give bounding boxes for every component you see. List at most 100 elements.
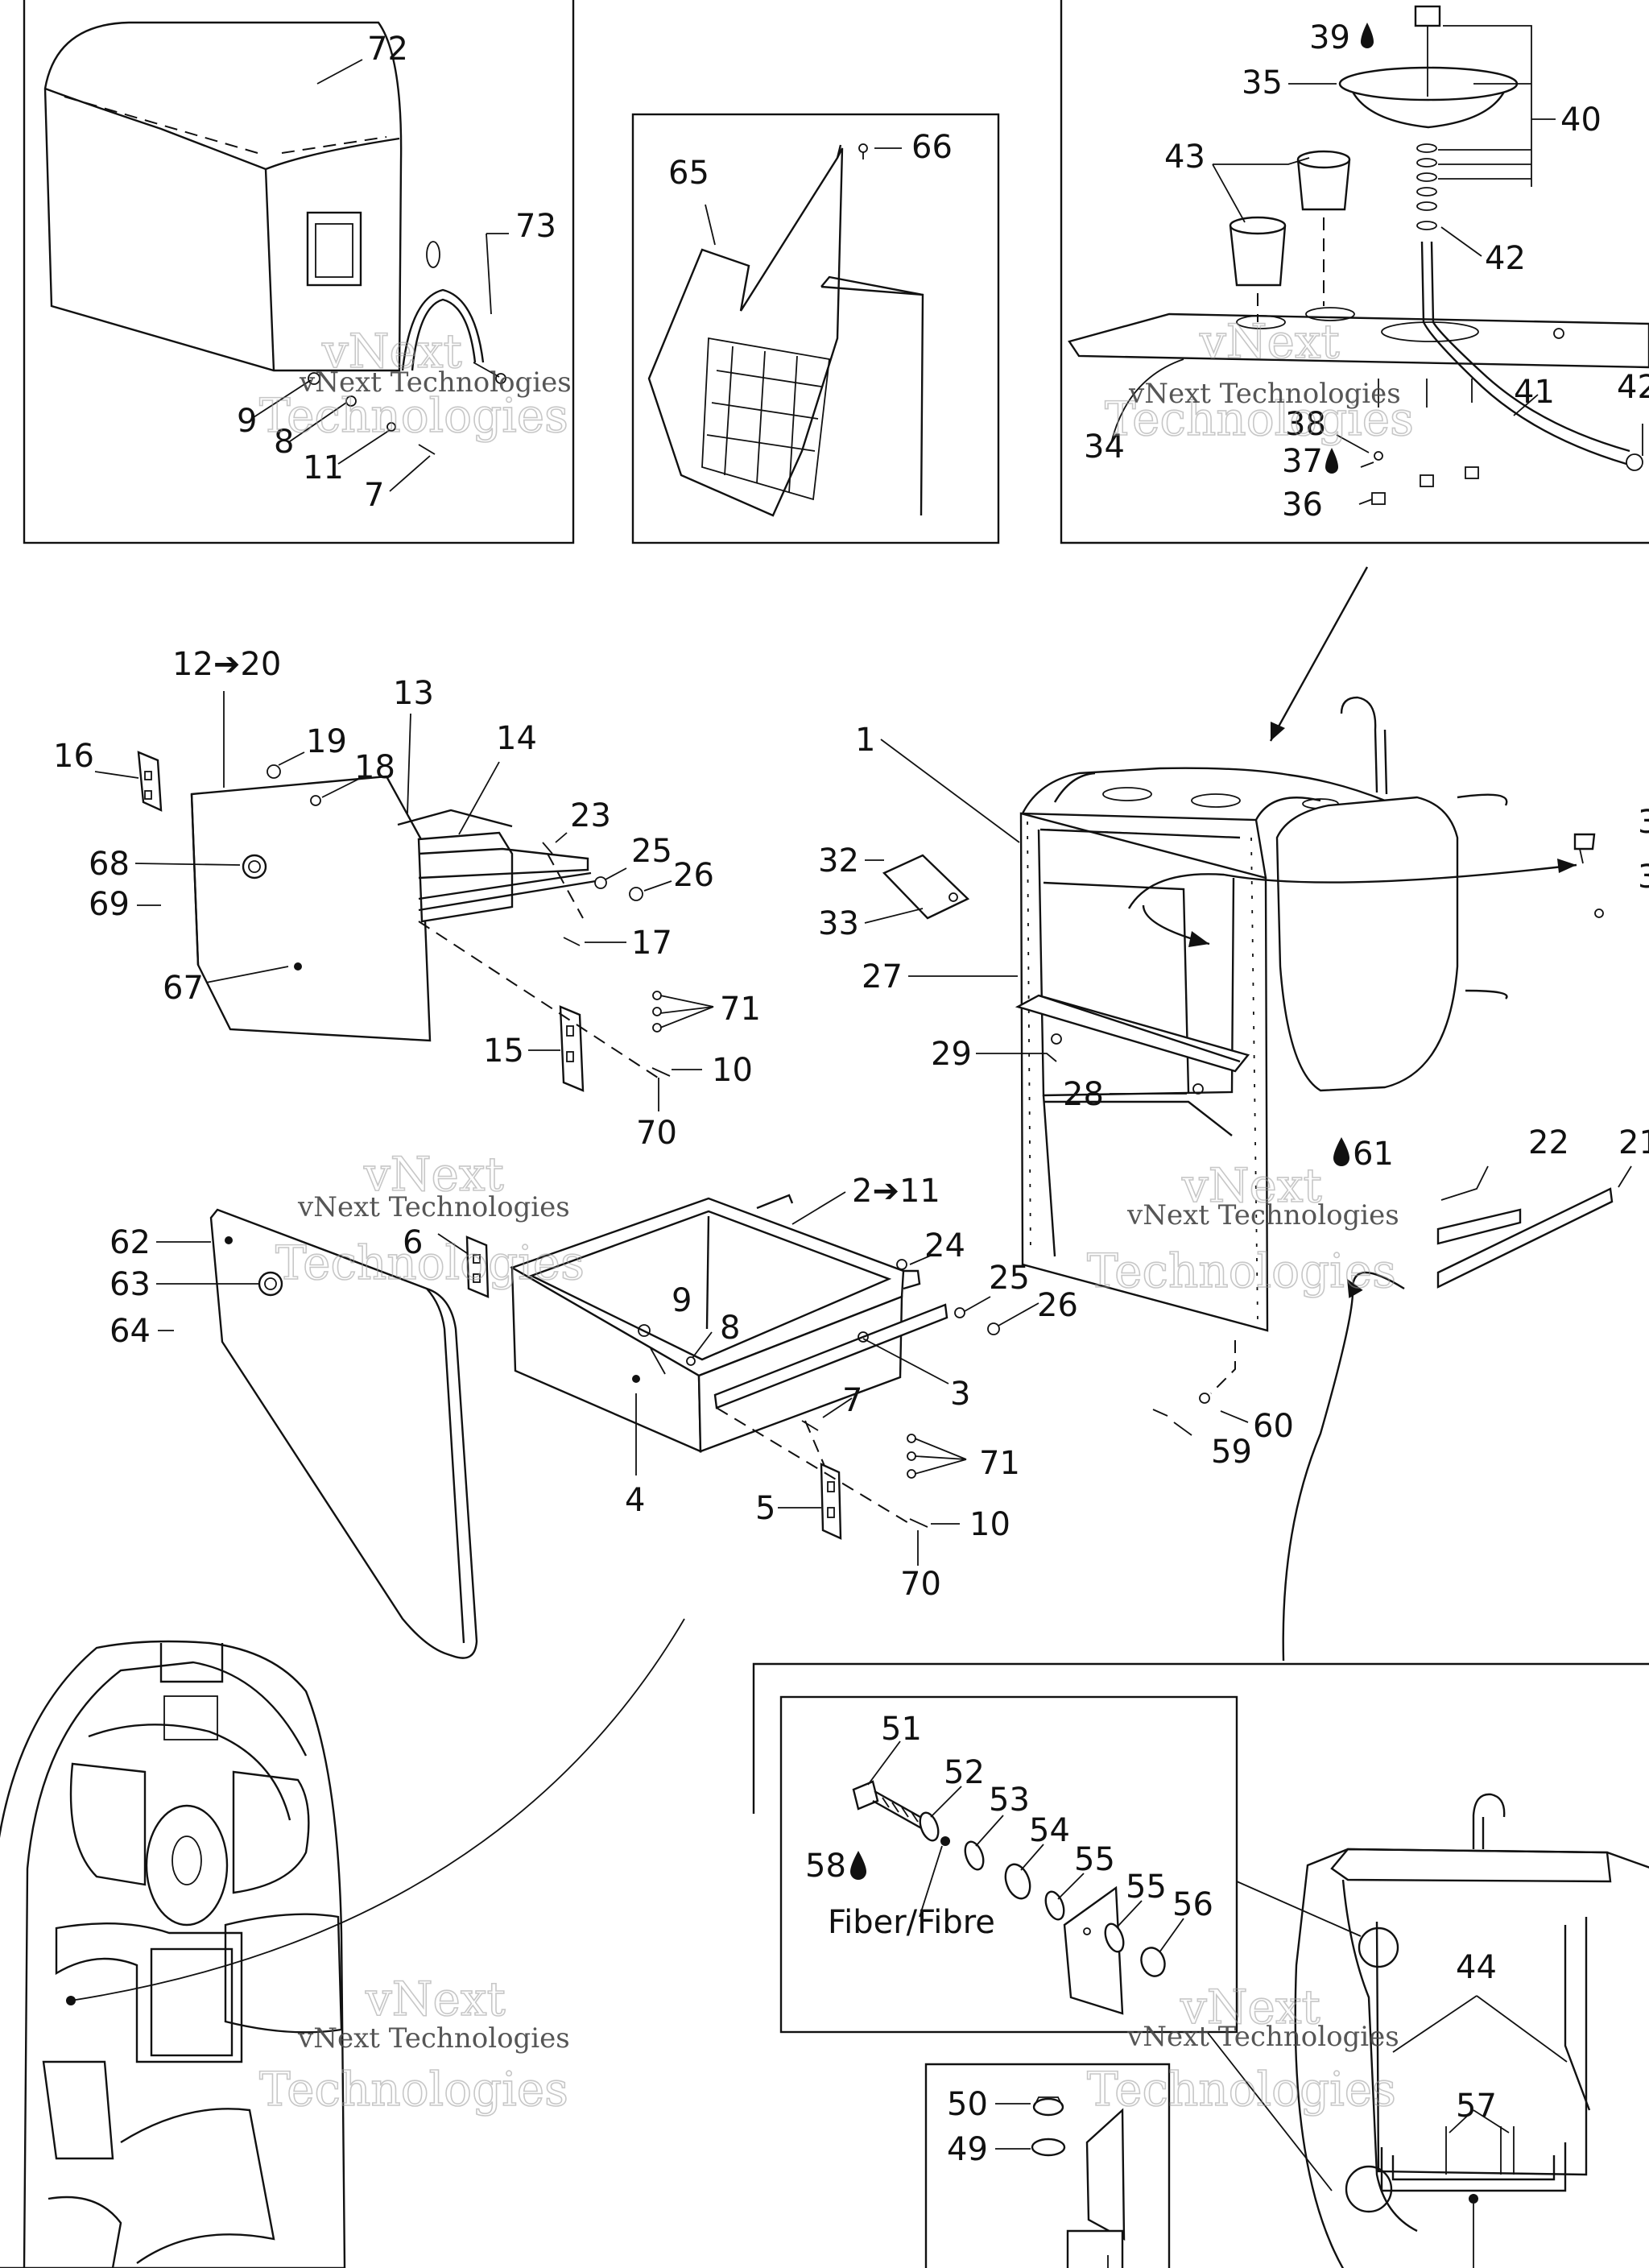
label-39: 39 [1309,19,1350,56]
drawer-front-67 [190,775,432,1042]
label-52: 52 [944,1754,985,1791]
label-32: 32 [818,842,859,879]
inset-frame-rack [631,113,1000,544]
label-18: 18 [354,749,395,786]
label-9: 9 [237,403,257,440]
handle-73 [401,241,506,384]
label-37: 37 [1282,443,1323,480]
svg-text:Technologies: Technologies [1087,2062,1396,2117]
label-7: 7 [364,477,384,514]
label-5: 5 [755,1490,775,1527]
drop-icon [1333,1137,1349,1166]
label-55: 55 [1074,1841,1115,1878]
label-3: 3 [950,1376,970,1413]
label-73: 73 [515,208,556,245]
hardware-59-60 [1152,1340,1236,1417]
label-15: 15 [483,1033,524,1070]
label-43: 43 [1164,139,1205,176]
svg-text:Technologies: Technologies [275,1235,585,1290]
label-29: 29 [931,1036,972,1073]
drawer-box-14 [397,809,597,923]
label-55-b: 55 [1126,1869,1167,1906]
label-24: 24 [924,1227,965,1264]
label-68: 68 [89,846,130,883]
svg-text:vNext Technologies: vNext Technologies [1128,378,1401,410]
label-59: 59 [1211,1434,1252,1471]
label-4: 4 [625,1482,645,1519]
label-54: 54 [1029,1812,1070,1849]
label-51: 51 [881,1711,922,1748]
boat-hull [0,1640,346,2268]
label-25: 25 [631,833,672,870]
bracket-15 [559,1005,585,1092]
label-67: 67 [163,970,204,1007]
label-27: 27 [862,958,903,995]
screws-36-38 [1371,379,1479,505]
label-9: 9 [672,1282,692,1319]
clip-3 [1573,833,1604,918]
label-3-top: 3 [1638,804,1649,841]
label-8: 8 [720,1310,740,1347]
drain-stack-40 [1416,143,1643,471]
cover-plate-32 [882,854,970,920]
label-56: 56 [1172,1886,1213,1923]
label-7: 7 [842,1382,862,1419]
inset-frame-hardware [779,1695,1238,2034]
inset-frame-bottom [752,1662,1649,1814]
label-12-20: 12➔20 [172,646,281,683]
bracket-5 [820,1463,842,1540]
inset-frame-nut [924,2063,1171,2268]
label-25: 25 [989,1260,1030,1297]
label-10: 10 [712,1052,753,1089]
label-35: 35 [1242,64,1283,101]
label-69: 69 [89,886,130,923]
label-22: 22 [1528,1124,1569,1161]
svg-text:vNext Technologies: vNext Technologies [1126,1199,1399,1231]
drop-icon [1325,448,1338,474]
drop-icon [850,1851,866,1880]
svg-text:vNext: vNext [365,1972,506,2026]
label-34: 34 [1084,428,1125,466]
label-63: 63 [110,1266,151,1303]
label-70: 70 [636,1115,677,1152]
watermark-4: vNext Technologies vNext Technologies [1086,1157,1399,1299]
rails-21-22 [1436,1187,1614,1289]
svg-text:vNext Technologies: vNext Technologies [1126,2021,1399,2053]
svg-text:vNext Technologies: vNext Technologies [297,1191,570,1223]
watermark-6: vNext Technologies vNext Technologies [1086,1979,1399,2117]
svg-text:Technologies: Technologies [259,2062,568,2117]
label-71: 71 [720,991,761,1028]
label-26: 26 [1037,1287,1078,1324]
hardware-drawer-top [267,764,671,1080]
label-6: 6 [403,1224,423,1261]
label-8: 8 [274,424,294,461]
label-62: 62 [110,1224,151,1261]
console-front [1294,1793,1649,2268]
label-65: 65 [668,155,709,192]
bowl-35 [1338,5,1519,129]
inset-frame-cooler [23,0,575,544]
label-11: 11 [303,449,344,486]
fiber-label: Fiber/Fibre [828,1904,995,1941]
label-13: 13 [393,675,434,712]
cooler-72 [43,21,403,372]
label-53: 53 [989,1782,1030,1819]
label-71: 71 [979,1445,1020,1482]
label-70: 70 [900,1566,941,1603]
svg-text:vNext: vNext [1199,314,1340,369]
cups-43 [1229,150,1351,322]
washers-52-56 [919,1811,1166,2015]
door-62 [209,1208,478,1659]
inset-frame-sink [1060,0,1649,544]
label-49: 49 [947,2131,988,2168]
shelf-27 [1015,994,1250,1095]
svg-text:Technologies: Technologies [1087,1244,1396,1298]
label-61: 61 [1353,1136,1394,1173]
label-19: 19 [306,723,347,760]
svg-text:vNext: vNext [1181,1158,1322,1213]
bracket-6 [465,1235,490,1298]
svg-text:Technologies: Technologies [1105,391,1414,446]
label-41: 41 [1514,374,1555,411]
label-36: 36 [1282,486,1323,524]
